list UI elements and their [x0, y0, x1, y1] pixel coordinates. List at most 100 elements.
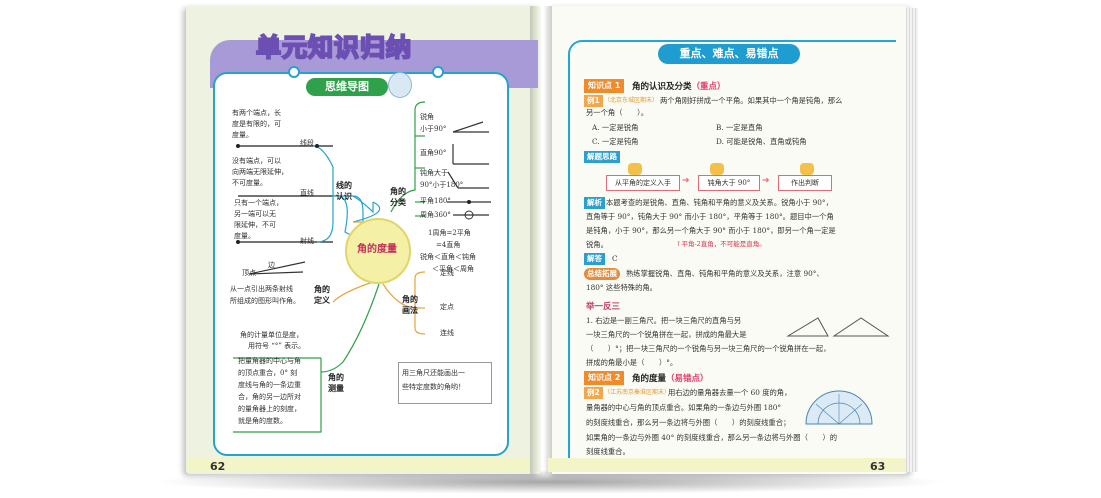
practice-text: 1. 右边是一副三角尺。把一块三角尺的直角与另: [586, 316, 742, 325]
book-spine: [530, 6, 552, 474]
line-label: 直线: [300, 189, 314, 197]
class-straight: 平角180°: [420, 197, 451, 205]
summary-label: 总结拓展: [584, 268, 620, 280]
line-segment-desc: 有两个端点，长: [232, 109, 281, 117]
branch-line-types: 线的认识: [336, 180, 352, 201]
arrow-right-icon: ➔: [762, 176, 770, 186]
option-c: C. 一定是钝角: [592, 137, 639, 146]
flow-step-3: 作出判断: [778, 175, 832, 191]
knowledge-point-1-title: 角的认识及分类（重点）: [632, 82, 726, 92]
note-box: [398, 362, 492, 404]
line-desc: 没有端点，可以: [232, 157, 281, 165]
class-acute-desc: 小于90°: [420, 125, 447, 133]
line-segment-label: 线段: [300, 139, 314, 147]
page-number-left: 62: [210, 460, 226, 473]
drawing-step: 定线: [440, 269, 454, 277]
flow-step-2: 钝角大于 90°: [698, 175, 760, 191]
option-d: D. 可能是锐角、直角或钝角: [716, 137, 807, 146]
binder-ring-icon: [432, 66, 444, 78]
relation-text: =4直角: [436, 241, 461, 249]
thinking-label: 解题思路: [584, 151, 620, 163]
thinking-badge-icon: [710, 163, 724, 175]
triangle-rulers-icon: [786, 317, 890, 337]
analysis-text: 锐角。: [586, 240, 608, 249]
page-edges: [906, 8, 918, 472]
ray-label: 射线: [300, 237, 314, 245]
protractor-icon: [805, 390, 873, 425]
line-segment-desc: 度是有限的，可: [232, 120, 281, 128]
protractor-text: 把量角器的中心与角: [238, 357, 301, 365]
center-node-label: 角的度量: [357, 244, 397, 255]
relation-text: ＜平角＜周角: [432, 265, 474, 273]
practice-text: （ ）°；把一块三角尺的一个锐角与另一块三角尺的一个锐角拼在一起，: [586, 344, 831, 353]
thinking-badge-icon: [800, 163, 814, 175]
analysis-note: ↑平角-2直角，不可能是直角。: [676, 240, 766, 248]
line-desc: 不可度量。: [232, 179, 267, 187]
branch-angle-classes: 角的分类: [390, 186, 406, 207]
summary-text: 180° 这些特殊的角。: [586, 283, 657, 292]
protractor-text: 的顶点重合，0° 刻: [238, 369, 298, 377]
arrow-right-icon: ➔: [682, 176, 690, 186]
example-2-question: 如果角的一条边与外圈 40° 的刻度线重合，那么另一条边将与外圈（ ）的: [586, 433, 838, 442]
protractor-text: 度线与角的一条边重: [238, 381, 301, 389]
analysis-text: 直角等于 90°，钝角大于 90° 而小于 180°，平角等于 180°。题目中…: [586, 212, 834, 221]
example-2-question: 量角器的中心与角的顶点重合。如果角的一条边与外圈 180°: [586, 403, 782, 412]
answer-value: C: [612, 254, 618, 263]
ray-desc: 度量。: [234, 232, 255, 240]
measure-unit-text: 用符号 “°” 表示。: [248, 342, 306, 350]
line-segment-desc: 度量。: [232, 131, 253, 139]
analysis-label: 解析: [584, 197, 605, 209]
example-2-question: 的刻度线重合，那么另一条边将与外圈（ ）的刻度线重合；: [586, 418, 791, 427]
practice-label: 举一反三: [586, 302, 621, 312]
example-1-source: （北京东城区期末）: [604, 97, 659, 104]
right-footer-bar: [548, 458, 906, 472]
side-label: 边: [268, 261, 275, 269]
branch-measure: 角的测量: [328, 372, 344, 393]
analysis-text: 是钝角，小于 90°，那么另一个角大于 90° 而小于 180°，即另一个角一定…: [586, 226, 836, 235]
knowledge-point-2-title: 角的度量（易错点）: [632, 374, 709, 384]
class-round: 周角360°: [420, 211, 451, 219]
class-obtuse-desc: 90°小于180°: [420, 181, 464, 189]
angle-def-desc: 所组成的图形叫作角。: [230, 297, 300, 305]
drawing-step: 连线: [440, 329, 454, 337]
example-1-label: 例1: [584, 95, 603, 107]
thinking-badge-icon: [628, 163, 642, 175]
branch-angle-def: 角的定义: [314, 284, 330, 305]
example-1-question: 两个角刚好拼成一个平角。如果其中一个角是钝角，那么: [660, 96, 843, 105]
book-shadow: [150, 470, 950, 494]
note-text: 用三角尺还能画出一: [402, 369, 465, 377]
example-2-label: 例2: [584, 387, 603, 399]
ray-desc: 另一端可以无: [234, 210, 276, 218]
knowledge-point-1-badge: 知识点 1: [584, 79, 625, 93]
example-2-question: 刻度线重合。: [586, 447, 630, 456]
binder-ring-icon: [288, 66, 300, 78]
right-frame: [568, 40, 896, 458]
practice-text: 一块三角尺的一个锐角拼在一起，拼成的角最大是: [586, 330, 747, 339]
option-a: A. 一定是锐角: [592, 123, 639, 132]
class-acute: 锐角: [420, 113, 434, 121]
class-obtuse: 钝角大于: [420, 169, 448, 177]
protractor-text: 就是角的度数。: [238, 417, 287, 425]
vertex-label: 顶点: [242, 269, 256, 277]
protractor-text: 合，角的另一边所对: [238, 393, 301, 401]
branch-drawing: 角的画法: [402, 294, 418, 315]
relation-text: 1周角=2平角: [428, 229, 471, 237]
angle-def-desc: 从一点引出两条射线: [230, 285, 293, 293]
answer-label: 解答: [584, 253, 605, 265]
knowledge-point-2-badge: 知识点 2: [584, 371, 625, 385]
example-2-question: 用右边的量角器去量一个 60 度的角，: [668, 388, 792, 397]
astronaut-icon: [388, 72, 412, 98]
left-footer-bar: [188, 458, 530, 472]
section-header: 重点、难点、易错点: [658, 44, 800, 64]
example-1-question: 另一个角（ ）。: [586, 108, 649, 117]
option-b: B. 一定是直角: [716, 123, 763, 132]
line-desc: 向两端无限延伸，: [232, 168, 288, 176]
measure-unit-text: 角的计量单位是度，: [240, 331, 303, 339]
ray-desc: 限延伸，不可: [234, 221, 276, 229]
protractor-text: 的量角器上的刻度，: [238, 405, 301, 413]
relation-text: 锐角＜直角＜钝角: [420, 253, 476, 261]
mindmap-label: 思维导图: [306, 78, 388, 96]
summary-text: 熟练掌握锐角、直角、钝角和平角的意义及关系，注意 90°、: [626, 269, 824, 278]
ray-desc: 只有一个端点，: [234, 199, 283, 207]
practice-text: 拼成的角最小是（ ）°。: [586, 358, 678, 367]
